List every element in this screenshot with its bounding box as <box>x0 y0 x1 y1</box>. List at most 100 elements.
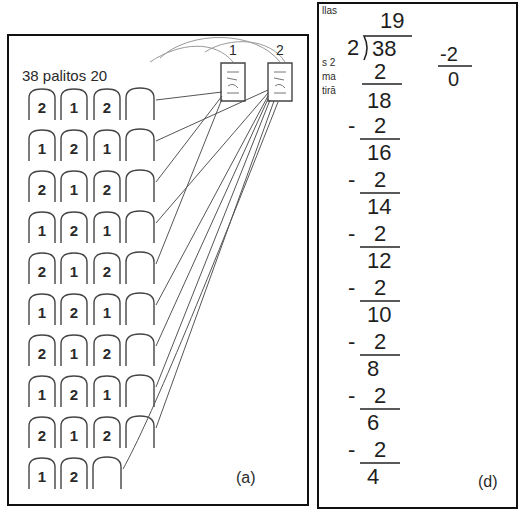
blank-arches <box>93 88 154 489</box>
cut-text: s 2 <box>322 58 335 68</box>
arch-digit: 1 <box>103 305 111 320</box>
arch-shape: 2 <box>28 252 56 284</box>
arch-digit: 2 <box>38 428 46 443</box>
arch-digit: 1 <box>70 346 78 361</box>
division-figure: 19 <box>380 10 404 32</box>
tally-box: 2 <box>267 62 293 102</box>
arch-digit: 2 <box>38 100 46 115</box>
outline <box>61 417 87 448</box>
arch-shape: 2 <box>93 88 121 120</box>
arch-digit: 1 <box>38 223 46 238</box>
division-figure: - <box>348 331 355 353</box>
outline <box>29 212 55 243</box>
arch-shape: 2 <box>28 170 56 202</box>
outline <box>94 417 120 448</box>
panel-label: (d) <box>478 474 498 490</box>
outline <box>61 130 87 161</box>
division-figure: 12 <box>367 250 391 272</box>
division-figure: 14 <box>367 196 391 218</box>
arch-digit: 2 <box>70 223 78 238</box>
arch-digit: 2 <box>70 387 78 402</box>
arch-shape: 1 <box>93 211 121 243</box>
arch-digit: 1 <box>38 141 46 156</box>
division-figure: 2 <box>374 277 386 299</box>
link-lines <box>123 90 278 469</box>
outline <box>29 89 55 120</box>
arch-shape: 1 <box>28 293 56 325</box>
arch-digit: 2 <box>70 469 78 484</box>
outline <box>94 294 120 325</box>
cut-text: llas <box>322 6 337 16</box>
box-outline <box>267 62 293 102</box>
scribble <box>274 72 286 93</box>
box-heading: 1 <box>229 43 237 57</box>
outline <box>29 376 55 407</box>
cut-text: ma <box>322 72 336 82</box>
arch-shape: 1 <box>28 211 56 243</box>
arch-digit: 1 <box>70 264 78 279</box>
division-figure: 18 <box>367 90 391 112</box>
arch-shape: 2 <box>93 334 121 366</box>
arch-digit: 2 <box>103 346 111 361</box>
arch-digit: 2 <box>38 182 46 197</box>
outline <box>61 376 87 407</box>
arch-shape: 2 <box>60 129 88 161</box>
outline <box>94 253 120 284</box>
panel-frame <box>318 3 517 508</box>
division-figure: 2 <box>374 169 386 191</box>
arch-digit: 2 <box>103 182 111 197</box>
division-figure: 10 <box>367 304 391 326</box>
arch-digit: 2 <box>38 264 46 279</box>
arch-shape: 2 <box>93 252 121 284</box>
arch-digit: 2 <box>103 264 111 279</box>
division-figure: 6 <box>367 412 379 434</box>
arch-digit: 1 <box>103 141 111 156</box>
outline <box>61 253 87 284</box>
arch-shape: 2 <box>60 375 88 407</box>
arch-shape: 1 <box>60 88 88 120</box>
arch-shape: 2 <box>60 211 88 243</box>
arch-shape: 2 <box>60 457 88 489</box>
division-figure: 2 <box>374 331 386 353</box>
arch-digit: 2 <box>70 141 78 156</box>
arch-digit: 1 <box>38 469 46 484</box>
arch-shape: 2 <box>93 170 121 202</box>
outline <box>61 294 87 325</box>
division-figure: - <box>348 439 355 461</box>
division-figure: 16 <box>367 142 391 164</box>
tally-box: 1 <box>220 62 246 102</box>
outline <box>29 335 55 366</box>
outline <box>94 130 120 161</box>
panel-label: (a) <box>236 470 256 486</box>
outline <box>94 89 120 120</box>
division-figure: 2 <box>374 61 386 83</box>
outline <box>29 417 55 448</box>
arch-shape: 1 <box>28 129 56 161</box>
outline <box>94 171 120 202</box>
arch-digit: 1 <box>38 387 46 402</box>
outline <box>61 458 87 489</box>
outline <box>94 376 120 407</box>
division-figure: 2 <box>374 385 386 407</box>
division-figure: 8 <box>367 358 379 380</box>
arch-digit: 2 <box>103 100 111 115</box>
outline <box>29 171 55 202</box>
division-figure: - <box>348 115 355 137</box>
box-outline <box>220 62 246 102</box>
arch-digit: 2 <box>103 428 111 443</box>
arch-digit: 2 <box>70 305 78 320</box>
arch-shape: 2 <box>93 416 121 448</box>
panel-label: 38 palitos 20 <box>22 68 107 83</box>
outline <box>61 335 87 366</box>
arch-shape: 2 <box>28 416 56 448</box>
division-figure: - <box>348 385 355 407</box>
outline <box>29 294 55 325</box>
arch-shape: 1 <box>60 252 88 284</box>
box-heading: 2 <box>276 43 284 57</box>
arch-shape: 1 <box>60 416 88 448</box>
outline <box>29 253 55 284</box>
arch-shape: 1 <box>93 129 121 161</box>
arch-digit: 1 <box>70 100 78 115</box>
division-figure: -2 <box>440 44 458 64</box>
